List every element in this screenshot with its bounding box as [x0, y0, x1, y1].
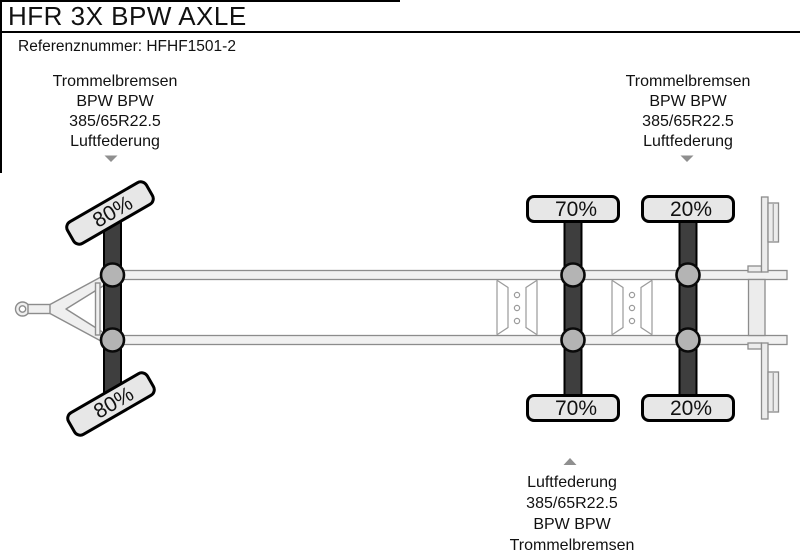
rear-axle-beam	[678, 204, 698, 413]
front-axle-beam	[103, 204, 122, 413]
rear-center-box	[747, 278, 766, 337]
annotation-line: Luftfederung	[70, 133, 160, 150]
tire-middle-top: 70%	[526, 195, 620, 223]
tire-middle-bottom: 70%	[526, 394, 620, 422]
tire-load-label: 70%	[554, 197, 598, 221]
middle-axle-beam	[563, 204, 583, 413]
drawbar-shaft	[27, 303, 53, 315]
tire-rear-top: 20%	[641, 195, 735, 223]
axle-hub	[560, 327, 586, 353]
arrow-down-icon	[104, 155, 118, 162]
reference-number: Referenznummer: HFHF1501-2	[18, 38, 236, 55]
annotation-line: 385/65R22.5	[642, 113, 734, 130]
annotation-line: Trommelbremsen	[625, 73, 751, 90]
rear-plate-top	[760, 196, 769, 273]
chassis-cross-member	[496, 279, 538, 336]
annotation-line: Trommelbremsen	[52, 73, 178, 90]
rivet-hole	[628, 317, 636, 325]
annotation-line: Luftfederung	[527, 474, 617, 491]
rivet-hole	[628, 304, 636, 312]
axle-hub	[99, 262, 126, 288]
front-axle-annotation: Trommelbremsen BPW BPW 385/65R22.5 Luftf…	[15, 72, 215, 152]
tire-load-label: 20%	[669, 396, 713, 420]
axle-hub	[560, 262, 586, 288]
axle-hub	[99, 327, 126, 353]
annotation-line: BPW BPW	[533, 516, 611, 533]
arrow-down-icon	[680, 155, 694, 162]
annotation-line: 385/65R22.5	[69, 113, 161, 130]
rear-bracket-top	[747, 265, 763, 273]
image-edge-artifact-top	[0, 0, 400, 2]
annotation-line: 385/65R22.5	[526, 495, 618, 512]
rear-bumper-assembly	[747, 196, 780, 420]
tire-load-label: 70%	[554, 396, 598, 420]
annotation-line: Trommelbremsen	[509, 537, 635, 552]
bottom-axle-annotation: Luftfederung 385/65R22.5 BPW BPW Trommel…	[472, 472, 672, 552]
annotation-line: BPW BPW	[76, 93, 154, 110]
tire-rear-bottom: 20%	[641, 394, 735, 422]
rear-plate-bottom	[760, 342, 769, 420]
axle-hub	[675, 262, 701, 288]
drawbar-brace	[94, 282, 101, 336]
rear-axle-annotation: Trommelbremsen BPW BPW 385/65R22.5 Luftf…	[588, 72, 788, 152]
rivet-hole	[513, 291, 521, 299]
tire-load-label: 20%	[669, 197, 713, 221]
tow-eye-hole	[18, 305, 27, 313]
rear-bracket-bottom	[747, 342, 763, 350]
rivet-hole	[513, 317, 521, 325]
axle-hub	[675, 327, 701, 353]
header-divider	[0, 31, 800, 33]
annotation-line: Luftfederung	[643, 133, 733, 150]
drawbar	[14, 270, 113, 348]
image-edge-artifact-left	[0, 0, 2, 173]
annotation-line: BPW BPW	[649, 93, 727, 110]
page-title: HFR 3X BPW AXLE	[8, 1, 247, 31]
rivet-hole	[513, 304, 521, 312]
rivet-hole	[628, 291, 636, 299]
arrow-up-icon	[563, 458, 577, 465]
chassis-cross-member	[611, 279, 653, 336]
